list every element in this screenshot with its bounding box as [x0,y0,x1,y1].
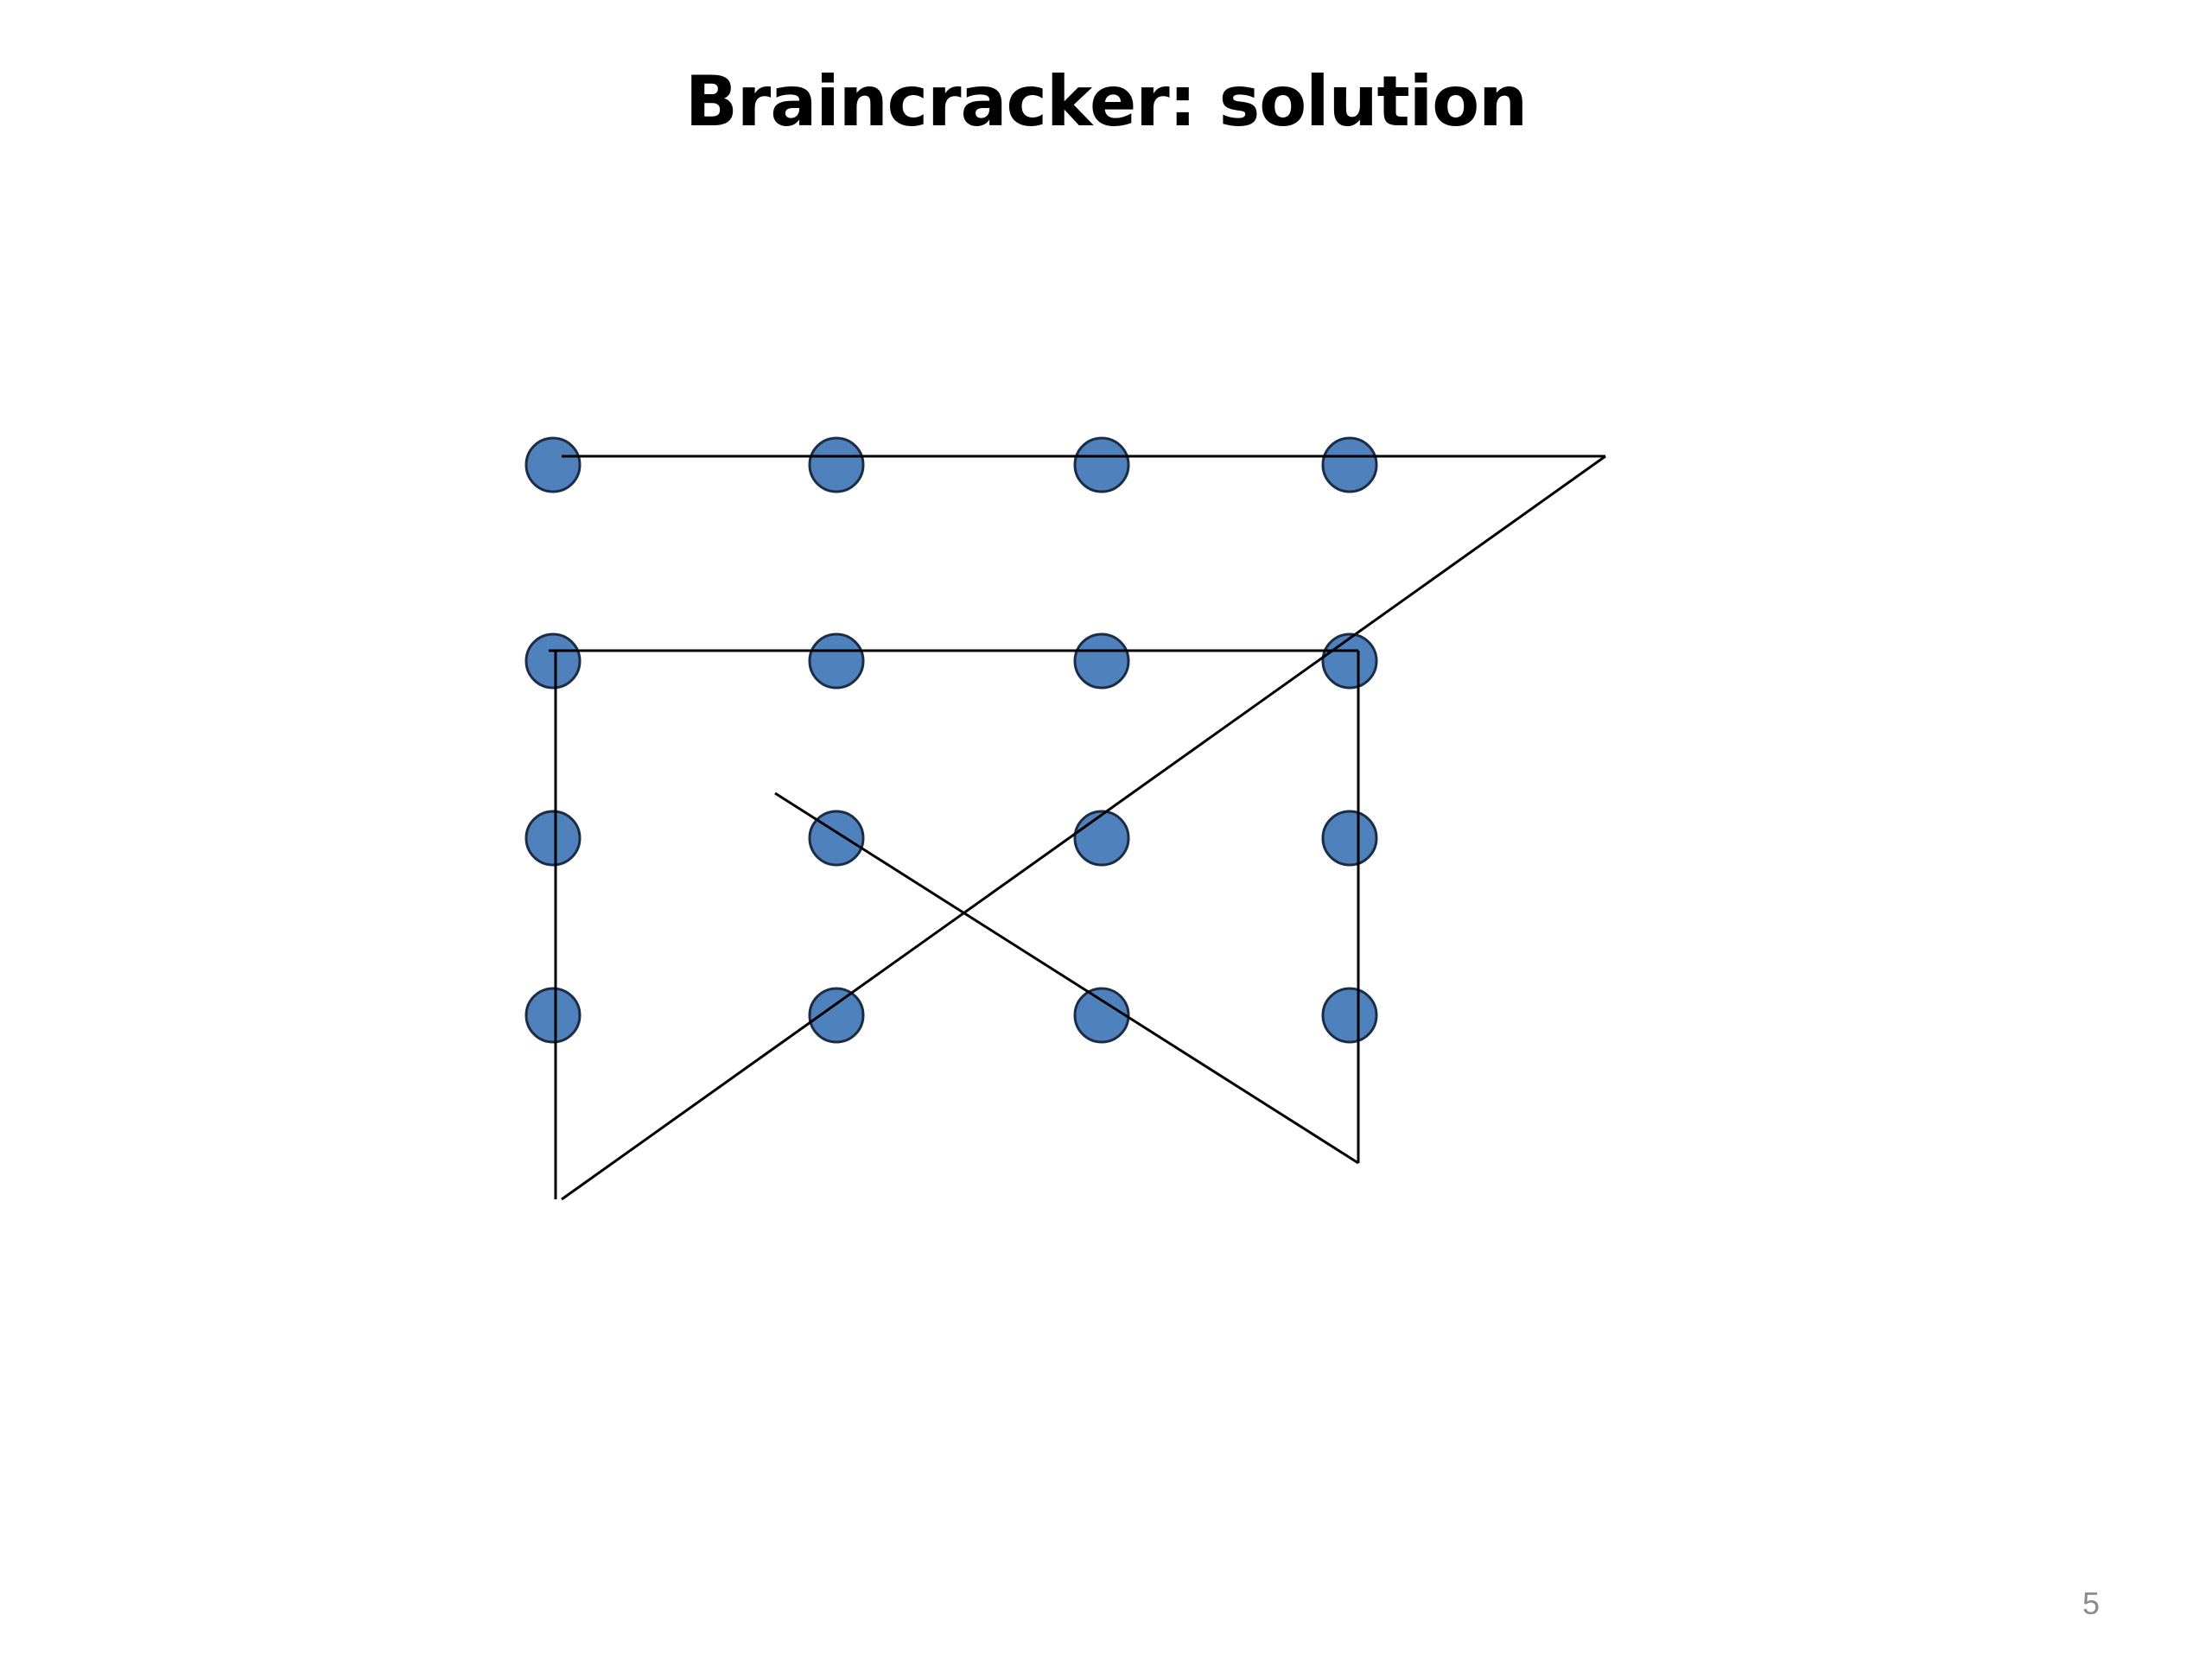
slide-number: 5 [2082,1586,2101,1621]
dot-r2-c4 [1321,632,1378,690]
dot-r4-c4 [1321,987,1378,1044]
dot-r1-c1 [524,436,582,493]
dot-grid [524,436,1378,1044]
path-segment-6 [774,791,1359,1165]
dot-r4-c1 [524,987,582,1044]
dot-r3-c3 [1073,810,1130,867]
dot-r3-c1 [524,810,582,867]
dot-r3-c4 [1321,810,1378,867]
dot-r1-c2 [808,436,865,493]
dot-r2-c3 [1073,632,1130,690]
dot-r2-c1 [524,632,582,690]
dot-r4-c2 [808,987,865,1044]
path-segment-2 [561,454,1606,1201]
dot-r1-c3 [1073,436,1130,493]
dot-r1-c4 [1321,436,1378,493]
solution-path [549,454,1606,1201]
slide-title: Braincracker: solution [684,61,1528,142]
dot-r2-c2 [808,632,865,690]
dot-r4-c3 [1073,987,1130,1044]
